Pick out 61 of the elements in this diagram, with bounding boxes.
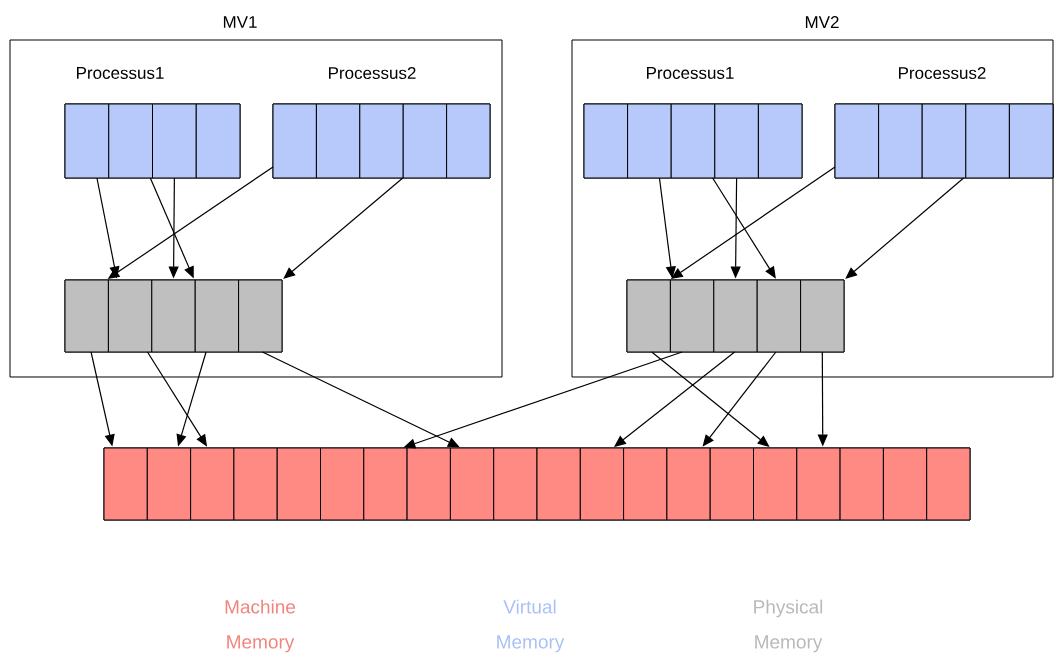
- memory-cell: [839, 447, 884, 521]
- memory-cell: [402, 103, 448, 179]
- memory-cell: [146, 447, 192, 521]
- array-heading: Processus2: [329, 67, 416, 79]
- memory-cell: [64, 103, 110, 179]
- legend-text: Physical Memory: [754, 599, 823, 653]
- legend-text: Virtual Memory: [497, 599, 565, 653]
- arrow: [651, 351, 770, 447]
- memory-cell: [107, 279, 153, 353]
- memory-cell: [627, 103, 672, 179]
- memory-cell: [878, 103, 923, 179]
- memory-cell: [190, 447, 235, 521]
- memory-cell: [669, 279, 715, 353]
- memory-cell: [757, 103, 803, 179]
- memory-cell: [921, 103, 967, 179]
- box-heading: MV2: [805, 16, 839, 28]
- legend-text: Machine Memory: [225, 599, 296, 653]
- memory-cell: [800, 279, 845, 353]
- memory-cell: [276, 447, 321, 521]
- memory-cell: [449, 447, 495, 521]
- memory-cell: [926, 447, 971, 521]
- box-heading: MV1: [223, 16, 257, 28]
- memory-cell: [536, 447, 581, 521]
- memory-cell: [834, 103, 880, 179]
- memory-cell: [446, 103, 491, 179]
- memory-cell: [194, 279, 240, 353]
- memory-cell: [238, 279, 283, 353]
- memory-cell: [151, 279, 196, 353]
- memory-cell: [753, 447, 798, 521]
- memory-cell: [882, 447, 928, 521]
- memory-cell: [493, 447, 538, 521]
- memory-cell: [103, 447, 148, 521]
- memory-cell: [272, 103, 317, 179]
- memory-cell: [756, 279, 802, 353]
- memory-cell: [108, 103, 153, 179]
- memory-cell: [1008, 103, 1054, 179]
- memory-cell: [709, 447, 754, 521]
- arrow: [702, 351, 777, 447]
- memory-cell: [152, 103, 197, 179]
- memory-cell: [359, 103, 404, 179]
- array-heading: Processus2: [899, 67, 986, 79]
- memory-cell: [796, 447, 841, 521]
- memory-cell: [670, 103, 716, 179]
- memory-cell: [583, 103, 629, 179]
- memory-cell: [623, 447, 668, 521]
- memory-cell: [666, 447, 711, 521]
- memory-cell: [714, 103, 759, 179]
- memory-cell: [315, 103, 361, 179]
- memory-cell: [233, 447, 278, 521]
- memory-cell: [64, 279, 109, 353]
- memory-cell: [579, 447, 625, 521]
- memory-cell: [406, 447, 451, 521]
- array-heading: Processus1: [77, 67, 164, 79]
- memory-cell: [626, 279, 671, 353]
- memory-cell: [965, 103, 1010, 179]
- array-heading: Processus1: [647, 67, 734, 79]
- memory-cell: [320, 447, 365, 521]
- memory-cell: [363, 447, 408, 521]
- memory-cell: [195, 103, 241, 179]
- arrow: [261, 351, 460, 448]
- memory-cell: [713, 279, 758, 353]
